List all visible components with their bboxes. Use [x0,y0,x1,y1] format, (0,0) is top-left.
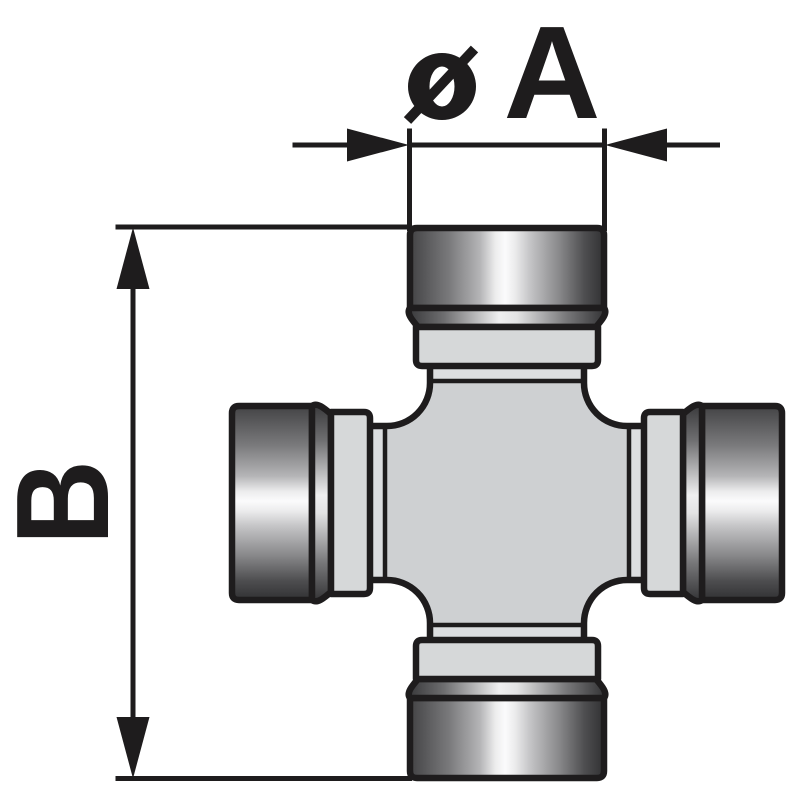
svg-text:B: B [0,460,136,545]
svg-text:A: A [504,0,601,146]
